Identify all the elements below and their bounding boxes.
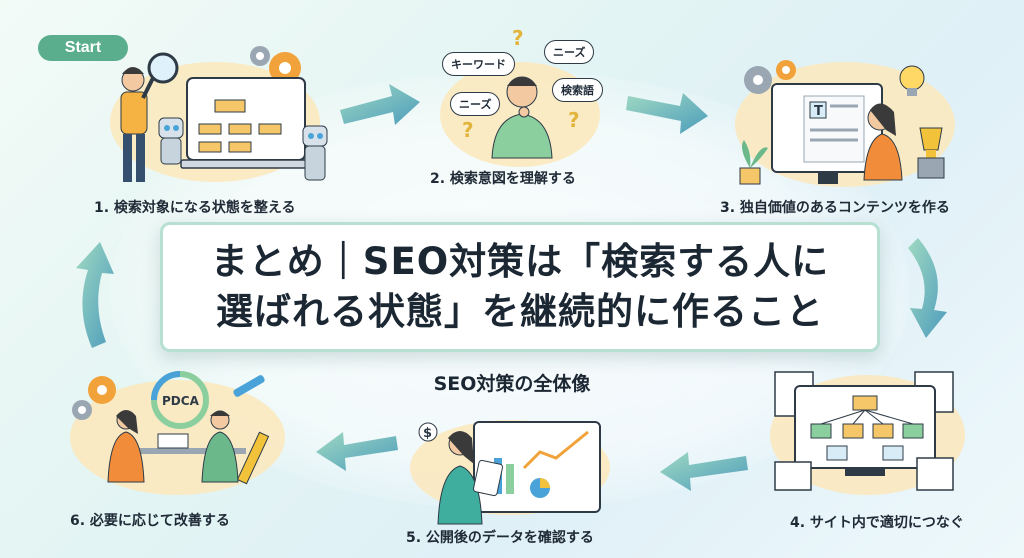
writing-person-icon	[863, 103, 903, 181]
analytics-monitor	[473, 421, 601, 513]
person-with-magnifier-icon	[120, 52, 179, 182]
step2-label: 2. 検索意図を理解する	[430, 171, 576, 187]
diagram-subtitle: SEO対策の全体像	[433, 373, 591, 395]
step3-label: 3. 独自価値のあるコンテンツを作る	[720, 200, 950, 216]
robot-icon	[158, 117, 184, 165]
summary-title-line1: まとめ｜SEO対策は「検索する人に	[210, 240, 830, 283]
woman-with-tablet-icon	[437, 431, 504, 525]
step1-illustration	[120, 46, 328, 182]
gear-icon	[72, 400, 92, 420]
arrow-step3-to-step4	[908, 238, 947, 338]
gear-icon	[250, 46, 270, 66]
arrow-step2-to-step3	[626, 93, 708, 134]
lightbulb-icon	[899, 65, 925, 96]
svg-text:$: $	[423, 426, 432, 441]
question-mark-icon: ?	[462, 118, 474, 142]
step3-illustration: T	[739, 60, 945, 185]
trophy-icon	[917, 127, 945, 179]
step5-illustration: $	[418, 421, 601, 525]
step4-label: 4. サイト内で適切につなぐ	[790, 515, 964, 531]
arrow-step6-to-step1	[76, 242, 114, 348]
step1-label: 1. 検索対象になる状態を整える	[94, 200, 296, 216]
needs-bubble: ニーズ	[544, 40, 595, 64]
person-at-table-icon	[107, 410, 145, 483]
step5-label: 5. 公開後のデータを確認する	[406, 530, 594, 546]
summary-title-line2: 選ばれる状態」を継続的に作ること	[216, 290, 824, 333]
question-mark-icon: ?	[568, 108, 580, 132]
step6-illustration: PDCA	[72, 371, 270, 485]
robot-icon	[302, 125, 328, 181]
arrow-step1-to-step2	[340, 84, 420, 125]
step2-illustration	[491, 76, 553, 159]
pencil-icon	[236, 431, 270, 485]
search-term-bubble: 検索語	[552, 78, 603, 102]
question-mark-icon: ?	[512, 26, 524, 50]
pdca-cycle-icon: PDCA	[151, 371, 209, 429]
start-badge: Start	[38, 35, 128, 61]
arrow-step4-to-step5	[660, 452, 748, 491]
keyword-bubble: キーワード	[442, 52, 515, 76]
document-letter: T	[814, 104, 823, 119]
person-at-table-icon	[201, 410, 239, 483]
step4-illustration	[774, 371, 954, 491]
thinking-person-icon	[491, 76, 553, 159]
wrench-icon	[233, 375, 265, 397]
dollar-icon: $	[418, 422, 438, 442]
gear-icon	[88, 376, 116, 404]
gear-icon	[269, 52, 301, 84]
plant-icon	[739, 140, 768, 185]
step6-label: 6. 必要に応じて改善する	[70, 513, 230, 529]
gear-icon	[776, 60, 796, 80]
pdca-label: PDCA	[162, 394, 200, 408]
gear-icon	[744, 66, 772, 94]
needs-bubble-2: ニーズ	[450, 92, 501, 116]
summary-card: まとめ｜SEO対策は「検索する人に 選ばれる状態」を継続的に作ること	[160, 222, 880, 352]
arrow-step5-to-step6	[316, 432, 398, 471]
